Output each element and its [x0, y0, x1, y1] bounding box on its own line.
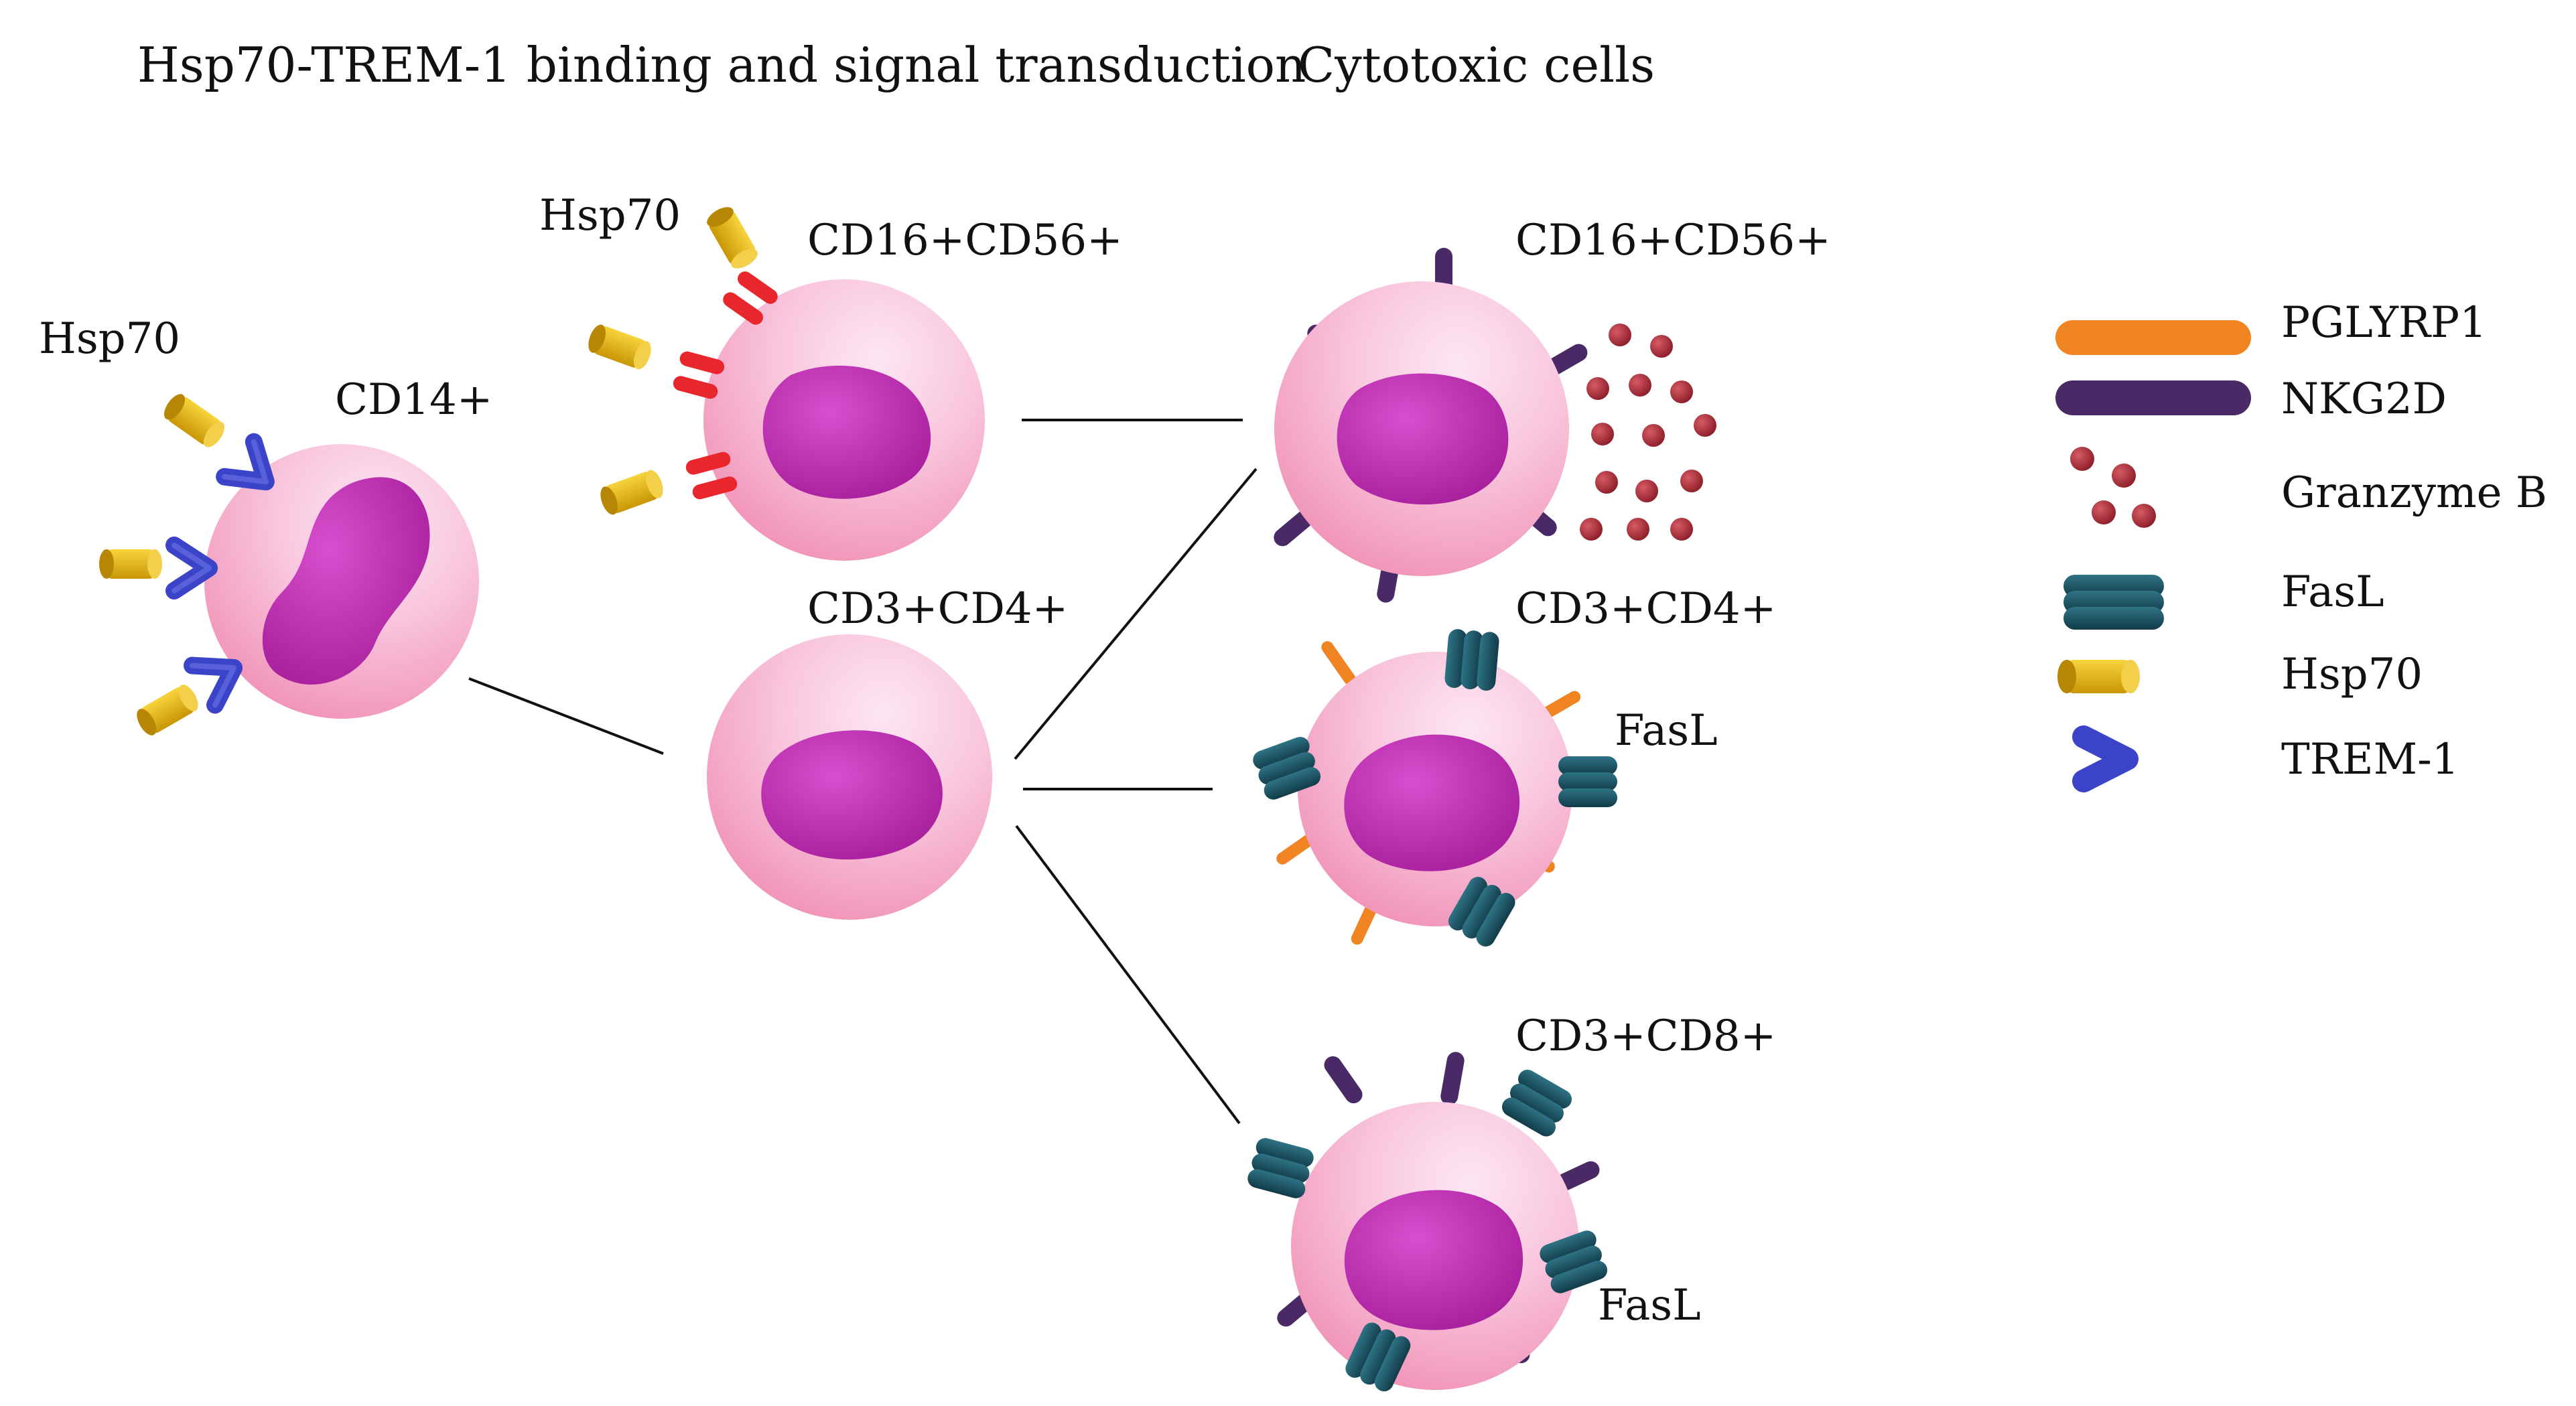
- hsp70-icon: [99, 549, 162, 579]
- trem1-icon: [174, 545, 209, 591]
- legend-label: PGLYRP1: [2281, 298, 2487, 348]
- hsp70-icon: [159, 391, 229, 451]
- nk-left-hsp70-label: Hsp70: [539, 191, 681, 240]
- granzyme-b-icon: [1670, 380, 1693, 403]
- cell-nucleus: [262, 477, 430, 685]
- heading-left: Hsp70-TREM-1 binding and signal transduc…: [137, 37, 1306, 93]
- pglyrp1-icon: [2055, 320, 2251, 355]
- cd4-left-cell: CD3+CD4+: [707, 584, 1068, 920]
- legend-item-nkg2d: NKG2D: [2055, 374, 2447, 424]
- hsp70-icon: [585, 322, 655, 372]
- nkg2d-icon: [1320, 1052, 1366, 1107]
- granzyme-b-icon: [1635, 480, 1658, 502]
- granzyme-b-icon: [1650, 335, 1673, 358]
- trem1-icon: [2072, 725, 2139, 792]
- fasl-icon: [1444, 628, 1500, 692]
- cd14-cell: CD14+ Hsp70: [39, 314, 492, 739]
- cell-nucleus: [762, 365, 931, 499]
- granzyme-b-icon: [1694, 414, 1716, 437]
- hsp70-icon: [133, 681, 202, 739]
- hsp70-icon: [2057, 660, 2140, 693]
- legend-item-pglyrp1: PGLYRP1: [2055, 298, 2487, 355]
- legend-item-fasl: FasL: [2063, 567, 2384, 630]
- nk-right-cell: CD16+CD56+: [1270, 216, 1831, 604]
- cell-nucleus: [1337, 373, 1509, 505]
- granzyme-b-icon: [1580, 518, 1603, 541]
- connector-lines: [468, 419, 1258, 1125]
- cd4-right-fasl-label: FasL: [1615, 706, 1718, 756]
- granzyme-b-icon: [1595, 471, 1618, 494]
- connector-cd14-to-cd4: [468, 677, 664, 755]
- cell-nucleus: [761, 730, 943, 860]
- cd14-cell-label: CD14+: [335, 375, 492, 425]
- nk-right-cell-label: CD16+CD56+: [1515, 216, 1831, 265]
- cd4-left-cell-label: CD3+CD4+: [807, 584, 1068, 634]
- granzyme-b-icon: [1627, 518, 1649, 541]
- cd8-right-fasl-label: FasL: [1598, 1281, 1701, 1330]
- legend-label: TREM-1: [2281, 735, 2459, 784]
- cd8-right-cell: CD3+CD8+ FasL: [1245, 1011, 1776, 1395]
- granzyme-b-icon: [1629, 374, 1651, 397]
- cd14-hsp70-label: Hsp70: [39, 314, 180, 364]
- hsp70-icon: [703, 203, 761, 273]
- legend-label: NKG2D: [2281, 374, 2447, 424]
- cd8-right-cell-label: CD3+CD8+: [1515, 1011, 1776, 1061]
- granzyme-b-icon: [1670, 518, 1693, 541]
- nkg2d-icon: [1439, 1050, 1466, 1107]
- hsp70-icon: [597, 468, 667, 517]
- legend-item-granzyme-b: Granzyme B: [2070, 447, 2547, 528]
- nkg2d-icon: [2055, 380, 2251, 415]
- legend-item-trem1: TREM-1: [2072, 725, 2459, 792]
- fasl-icon: [2063, 575, 2164, 630]
- legend-label: FasL: [2281, 567, 2384, 617]
- connector-cd4-to-nk: [1014, 468, 1258, 760]
- granzyme-b-icon: [1586, 377, 1609, 400]
- cd4-right-cell-label: CD3+CD4+: [1515, 584, 1776, 634]
- granzyme-b-icon: [1642, 424, 1665, 447]
- connector-cd4-to-cd8: [1015, 825, 1241, 1125]
- legend-label: Granzyme B: [2281, 468, 2547, 518]
- heading-right: Cytotoxic cells: [1298, 37, 1655, 93]
- legend-item-hsp70: Hsp70: [2057, 650, 2423, 699]
- granzyme-b-granules: [1580, 324, 1716, 541]
- nk-left-cell: CD16+CD56+ Hsp70: [539, 191, 1123, 561]
- granzyme-b-icon: [1609, 324, 1631, 346]
- granzyme-b-icon: [1680, 470, 1703, 492]
- cell-nucleus: [1344, 1190, 1523, 1330]
- legend: PGLYRP1 NKG2D Granzyme B FasL: [2055, 298, 2547, 792]
- nk-left-cell-label: CD16+CD56+: [807, 216, 1123, 265]
- granzyme-b-icon: [2070, 447, 2156, 528]
- cell-nucleus: [1344, 734, 1520, 871]
- fasl-icon: [1558, 756, 1617, 807]
- granzyme-b-icon: [1591, 423, 1614, 445]
- legend-label: Hsp70: [2281, 650, 2423, 699]
- cd4-right-cell: CD3+CD4+ FasL: [1250, 584, 1776, 951]
